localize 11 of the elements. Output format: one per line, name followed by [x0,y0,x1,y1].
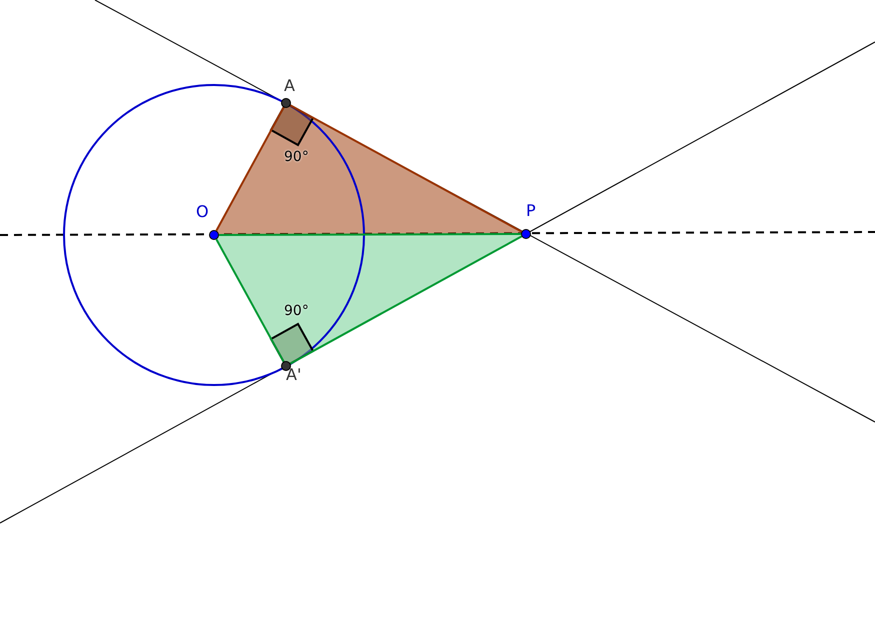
segment [216,238,284,362]
segment [219,233,521,236]
point-label: P [526,202,536,220]
angle-label: 90° [284,149,309,165]
point-label: O [196,203,209,221]
point-label: A' [286,366,302,384]
point-label: A [284,77,295,95]
segment [290,236,522,364]
segment [290,104,522,232]
segment [216,106,284,232]
angle-label: 90° [284,303,309,319]
